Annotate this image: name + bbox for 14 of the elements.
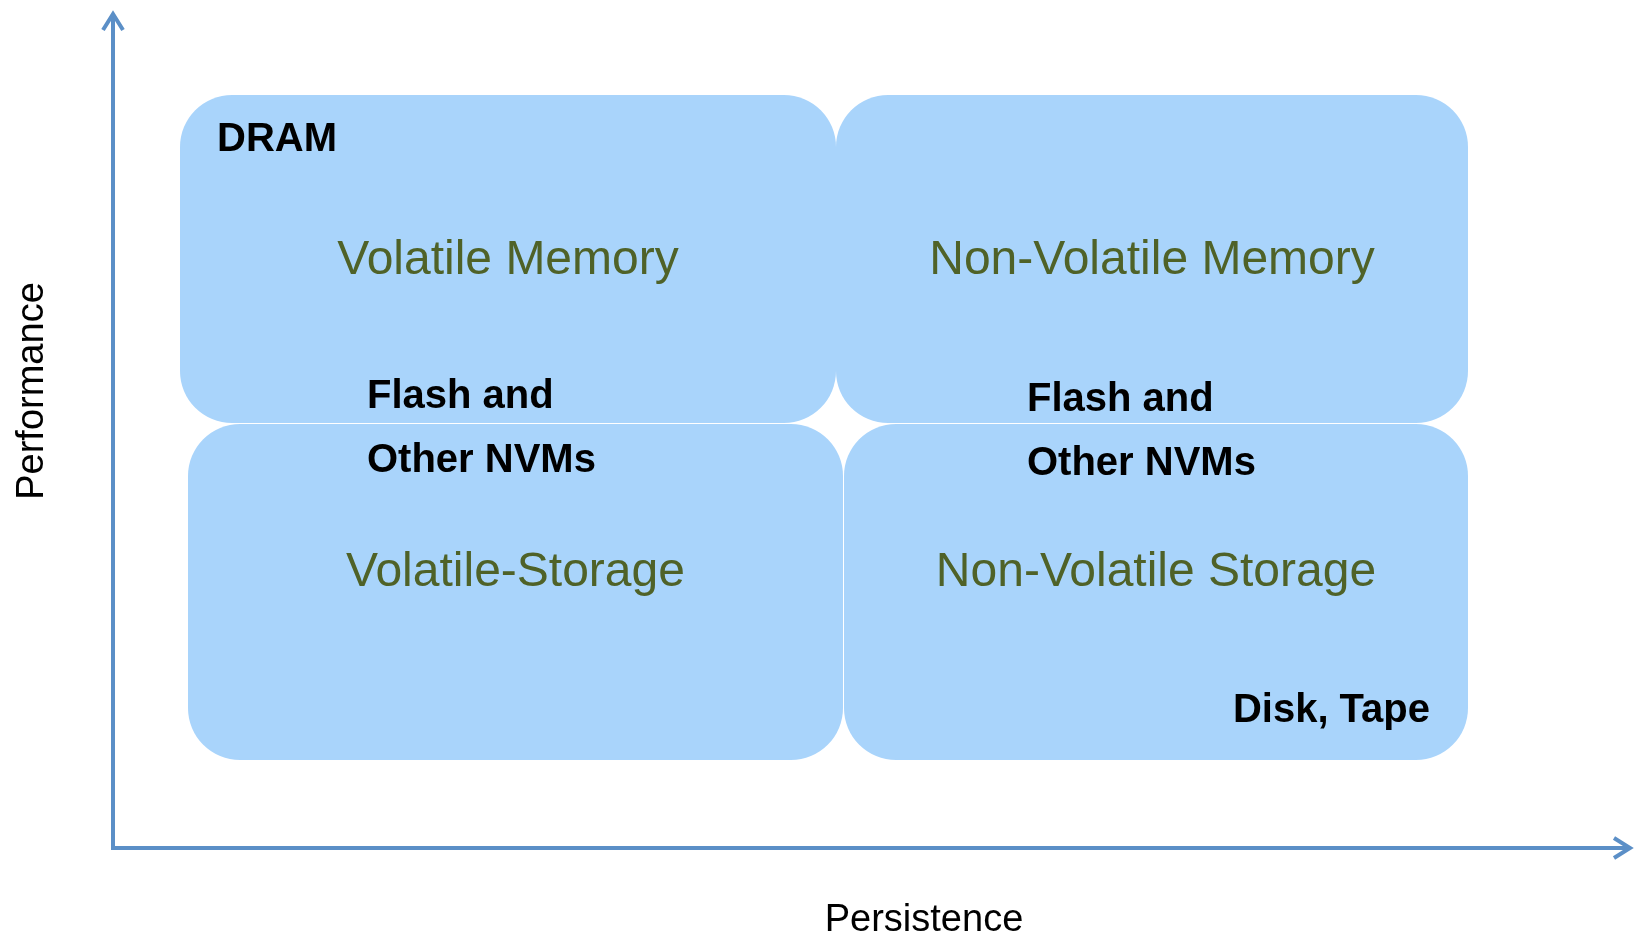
quadrant-box <box>180 95 836 423</box>
example-label: Disk, Tape <box>1232 686 1430 731</box>
quadrant-box <box>188 424 843 760</box>
quadrant-title: Volatile-Storage <box>345 542 686 597</box>
example-label: Flash and Other NVMs <box>367 371 597 482</box>
quadrant-box <box>844 424 1468 760</box>
quadrant-title: Non-Volatile Memory <box>928 230 1376 285</box>
axis-label: Performance <box>8 282 52 500</box>
quadrant-title: Volatile Memory <box>336 230 680 285</box>
quadrant-title: Non-Volatile Storage <box>934 542 1378 597</box>
axis-label: Persistence <box>824 896 1024 936</box>
example-label: Flash and Other NVMs <box>1027 374 1257 485</box>
example-label: DRAM <box>217 115 337 160</box>
quadrant-box <box>836 95 1468 423</box>
